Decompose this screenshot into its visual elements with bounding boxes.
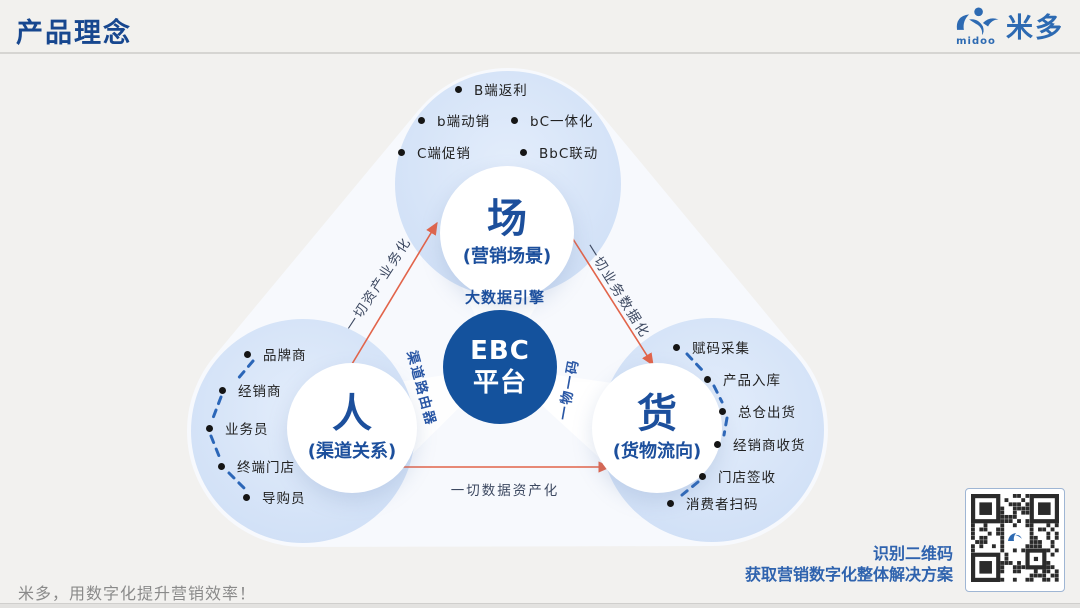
- qr-code: [965, 488, 1065, 592]
- bullet-dot: [673, 343, 680, 351]
- qr-caption-line1: 识别二维码: [872, 544, 953, 563]
- bullet-dot: [667, 499, 674, 507]
- edge-arrow-left: [341, 221, 438, 377]
- bullet-dot: [511, 116, 518, 124]
- footer-slogan: 米多，用数字化提升营销效率！: [18, 584, 257, 603]
- top-bullet-item: B端返利: [455, 79, 528, 99]
- top-node-circle: 场 (营销场景): [440, 166, 574, 300]
- left-bullet-item: 业务员: [206, 418, 269, 438]
- ebc-hub-circle: EBC 平台: [443, 310, 557, 424]
- left-bullet-item: 经销商: [219, 380, 282, 400]
- big-data-engine-label: 大数据引擎: [464, 288, 546, 307]
- top-bullet-item: bC一体化: [511, 110, 594, 130]
- edge-arrow-right: [555, 215, 654, 367]
- right-bullet-item: 经销商收货: [714, 434, 806, 454]
- bullet-dot: [719, 407, 726, 415]
- top-node-subtitle: (营销场景): [462, 246, 552, 267]
- right-bullet-item: 消费者扫码: [667, 493, 759, 513]
- qr-caption-line2: 获取营销数字化整体解决方案: [744, 565, 953, 584]
- top-bullet-item: b端动销: [418, 110, 490, 130]
- bullet-dot: [704, 375, 711, 383]
- bullet-dot: [520, 148, 527, 156]
- bullet-dot: [243, 493, 250, 501]
- left-node-title: 人: [332, 391, 372, 437]
- page-title: 产品理念: [16, 18, 132, 49]
- top-bullet-item: BbC联动: [520, 142, 598, 162]
- right-bullet-item: 赋码采集: [673, 337, 750, 357]
- header-bar: 产品理念 midoo 米多: [0, 0, 1080, 54]
- midoo-figure-icon: [956, 7, 999, 36]
- left-bullet-connectors: [209, 359, 255, 491]
- left-bullet-item: 导购员: [243, 487, 306, 507]
- bullet-dot: [398, 148, 405, 156]
- ebc-hub-line1: EBC: [470, 336, 530, 366]
- right-bullet-item: 产品入库: [704, 369, 781, 389]
- bullet-dot: [219, 386, 226, 394]
- bottom-strip: [0, 603, 1080, 608]
- right-bullet-item: 总仓出货: [719, 401, 796, 421]
- top-bullet-item: C端促销: [398, 142, 471, 162]
- right-bullet-item: 门店签收: [699, 466, 776, 486]
- edge-arrows: [341, 215, 654, 473]
- edge-label-bottom: 一切数据资产化: [450, 483, 560, 499]
- qr-caption: 识别二维码 获取营销数字化整体解决方案: [745, 543, 953, 585]
- bullet-dot: [455, 85, 462, 93]
- right-node-subtitle: (货物流向): [612, 441, 702, 462]
- right-node-title: 货: [637, 391, 677, 437]
- midoo-logo-latin: midoo: [956, 36, 996, 47]
- right-node-circle: 货 (货物流向): [592, 363, 722, 493]
- bullet-dot: [418, 116, 425, 124]
- ebc-hub-line2: 平台: [472, 368, 527, 398]
- midoo-logo: midoo 米多: [950, 4, 1064, 47]
- left-bullet-item: 品牌商: [244, 344, 307, 364]
- midoo-logo-cn: 米多: [1006, 13, 1064, 44]
- top-node-title: 场: [487, 196, 527, 242]
- qr-code-pattern: [971, 494, 1059, 582]
- bullet-dot: [244, 350, 251, 358]
- bullet-dot: [699, 472, 706, 480]
- bullet-dot: [206, 424, 213, 432]
- midoo-logo-figure: midoo: [950, 4, 1002, 47]
- bullet-dot: [714, 440, 721, 448]
- left-bullet-item: 终端门店: [218, 456, 295, 476]
- left-node-circle: 人 (渠道关系): [287, 363, 417, 493]
- left-node-subtitle: (渠道关系): [307, 441, 397, 462]
- bullet-dot: [218, 462, 225, 470]
